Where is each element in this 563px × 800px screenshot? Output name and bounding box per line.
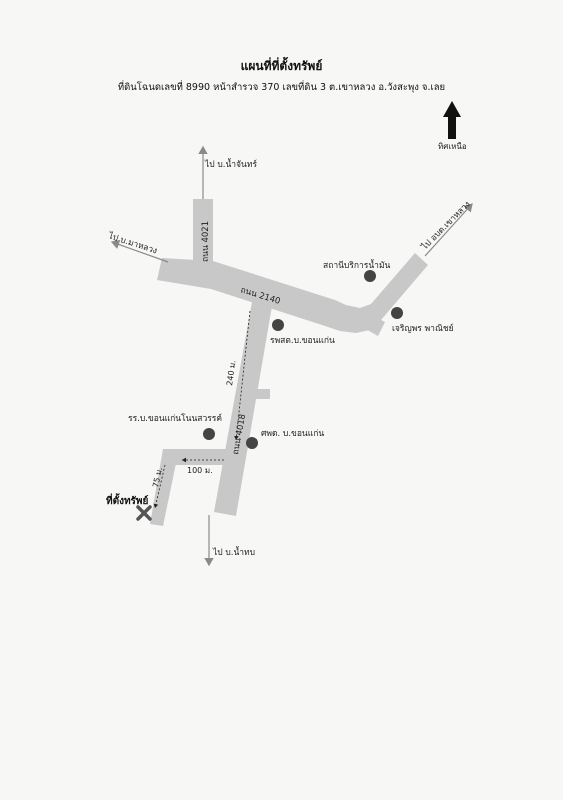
distance-75-label: 75 ม. <box>151 466 164 488</box>
landmark-gas-station: สถานีบริการน้ำมัน <box>323 259 391 271</box>
gas-station-marker <box>364 270 376 282</box>
hospital-marker <box>272 319 284 331</box>
road-spur <box>364 314 385 336</box>
distance-240-label: 240 ม. <box>225 360 237 387</box>
road-4018 <box>214 302 272 516</box>
page-title: แผนที่ที่ตั้งทรัพย์ <box>240 59 323 73</box>
destination-nam-thop: ไป บ.น้ำทบ <box>212 546 255 558</box>
school-marker <box>203 428 215 440</box>
landmark-school: รร.บ.ขอนแก่นโนนสวรรค์ <box>128 413 222 424</box>
landmark-hospital: รพสต.บ.ขอนแก่น <box>270 336 335 346</box>
center-marker <box>246 437 258 449</box>
property-cross-icon <box>136 505 152 521</box>
distance-240-line <box>234 310 251 441</box>
north-label: ทิศเหนือ <box>438 142 467 151</box>
distance-100-label: 100 ม. <box>187 466 213 475</box>
charoenporn-marker <box>391 307 403 319</box>
destination-arrows <box>110 145 473 567</box>
north-arrow-icon <box>443 101 461 139</box>
road-soi-horizontal <box>163 449 230 465</box>
page-subtitle: ที่ดินโฉนดเลขที่ 8990 หน้าสำรวจ 370 เลขท… <box>117 82 446 93</box>
arrow-to-khao-luang <box>424 203 473 257</box>
distance-75-line <box>153 464 166 509</box>
road-4021-label: ถนน 4021 <box>201 221 211 262</box>
road-stub <box>251 389 270 399</box>
destination-khao-luang: ไป อบต.เขาหลวง <box>419 199 473 253</box>
road-2140 <box>157 253 428 333</box>
property-label: ที่ตั้งทรัพย์ <box>106 493 149 507</box>
arrow-to-ma-luang <box>110 239 169 263</box>
landmark-center: ศพด. บ.ขอนแก่น <box>261 429 324 439</box>
destination-nam-chan: ไป บ.น้ำจันทร์ <box>204 158 257 170</box>
landmark-charoenporn: เจริญพร พาณิชย์ <box>392 323 454 334</box>
road-network <box>150 199 428 526</box>
road-4021 <box>193 199 213 268</box>
